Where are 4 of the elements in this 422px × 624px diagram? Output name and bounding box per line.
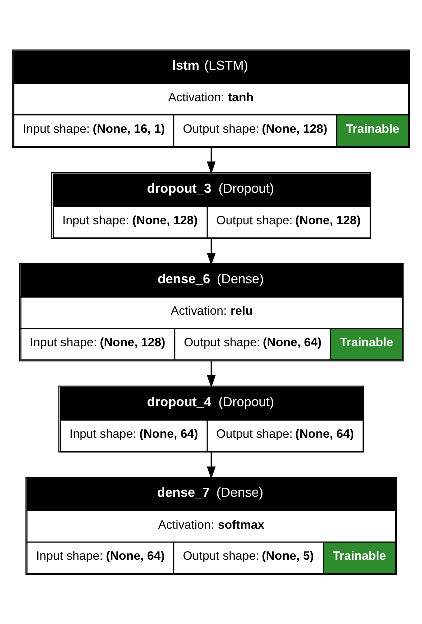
arrow [206, 147, 216, 174]
arrow [206, 238, 216, 266]
arrow [206, 360, 216, 388]
arrow [206, 452, 216, 479]
